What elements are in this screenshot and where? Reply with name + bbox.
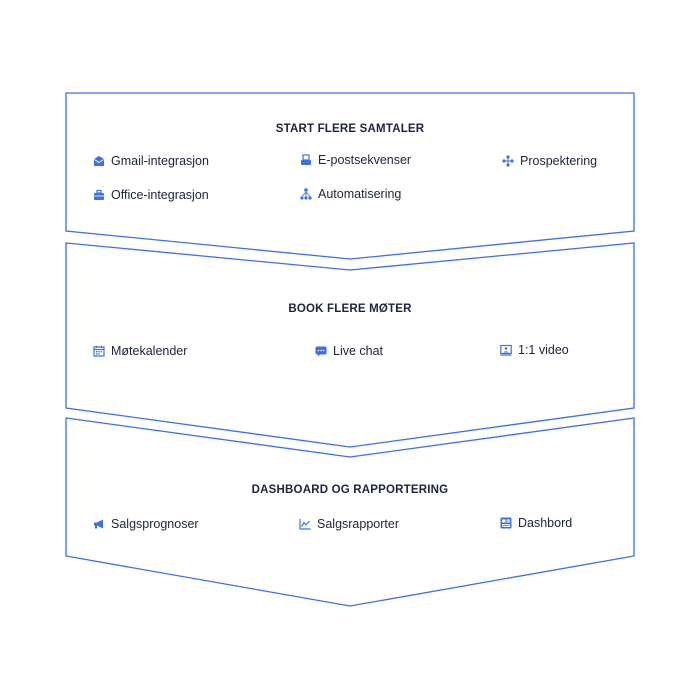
feature-label: Gmail-integrasjon [111, 154, 209, 168]
briefcase-icon [93, 189, 105, 201]
mail-tray-icon [300, 154, 312, 166]
section-frame-3 [65, 417, 635, 607]
line-chart-icon [299, 518, 311, 530]
feature-dashbord: Dashbord [500, 516, 572, 530]
feature-label: Salgsprognoser [111, 517, 199, 531]
network-icon [502, 155, 514, 167]
feature-salgsprognoser: Salgsprognoser [93, 517, 199, 531]
feature-office-integrasjon: Office-integrasjon [93, 188, 209, 202]
feature-label: 1:1 video [518, 343, 569, 357]
feature-label: Office-integrasjon [111, 188, 209, 202]
calendar-icon [93, 345, 105, 357]
feature-motekalender: Møtekalender [93, 344, 187, 358]
dashboard-icon [500, 517, 512, 529]
feature-gmail-integrasjon: Gmail-integrasjon [93, 154, 209, 168]
feature-prospektering: Prospektering [502, 154, 597, 168]
feature-automatisering: Automatisering [300, 187, 401, 201]
feature-1-1-video: 1:1 video [500, 343, 569, 357]
feature-label: Salgsrapporter [317, 517, 399, 531]
feature-live-chat: Live chat [315, 344, 383, 358]
feature-e-postsekvenser: E-postsekvenser [300, 153, 411, 167]
section-title-book-flere-moter: BOOK FLERE MØTER [288, 303, 412, 315]
section-title-dashboard-og-rapportering: DASHBOARD OG RAPPORTERING [251, 484, 449, 496]
video-icon [500, 344, 512, 356]
chat-icon [315, 345, 327, 357]
feature-label: Automatisering [318, 187, 402, 201]
feature-label: Møtekalender [111, 344, 188, 358]
feature-label: Live chat [333, 344, 384, 358]
megaphone-icon [93, 518, 105, 530]
feature-label: E-postsekvenser [318, 153, 412, 167]
envelope-icon [93, 155, 105, 167]
feature-salgsrapporter: Salgsrapporter [299, 517, 399, 531]
feature-label: Prospektering [520, 154, 598, 168]
section-frame-2 [65, 242, 635, 448]
section-title-start-flere-samtaler: START FLERE SAMTALER [275, 123, 425, 135]
automation-icon [300, 188, 312, 200]
feature-label: Dashbord [518, 516, 573, 530]
section-frame-1 [65, 92, 635, 260]
